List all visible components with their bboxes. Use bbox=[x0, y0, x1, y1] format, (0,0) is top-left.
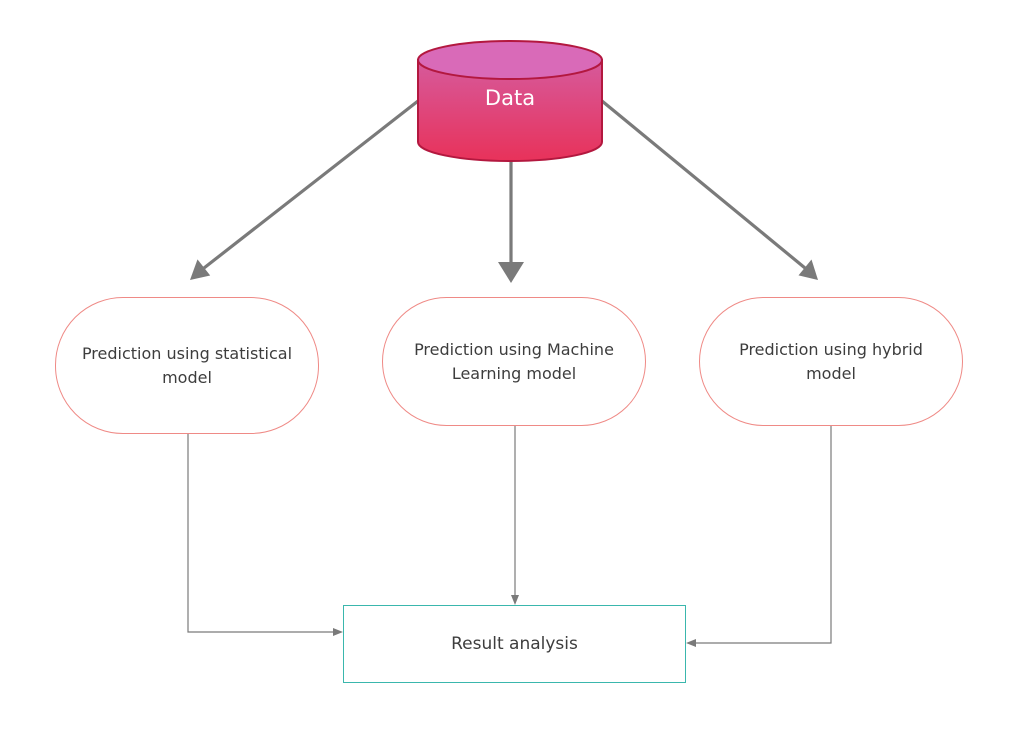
machine-learning-model-node: Prediction using Machine Learning model bbox=[382, 297, 646, 426]
arrow-data-to-machine-learning bbox=[498, 160, 524, 283]
connector-machine-learning-to-result bbox=[511, 426, 519, 605]
connector-hybrid-to-result bbox=[686, 426, 832, 647]
arrow-data-to-hybrid bbox=[600, 99, 818, 280]
hybrid-model-label: Prediction using hybrid model bbox=[739, 340, 923, 383]
machine-learning-model-label: Prediction using Machine Learning model bbox=[414, 340, 614, 383]
hybrid-model-node: Prediction using hybrid model bbox=[699, 297, 963, 426]
result-analysis-node: Result analysis bbox=[343, 605, 686, 683]
statistical-model-node: Prediction using statistical model bbox=[55, 297, 319, 434]
result-analysis-label: Result analysis bbox=[451, 633, 578, 654]
database-cylinder bbox=[417, 40, 603, 162]
connector-statistical-to-result bbox=[187, 434, 343, 636]
arrow-data-to-statistical bbox=[190, 99, 419, 280]
database-label: Data bbox=[484, 86, 536, 110]
statistical-model-label: Prediction using statistical model bbox=[81, 344, 293, 387]
